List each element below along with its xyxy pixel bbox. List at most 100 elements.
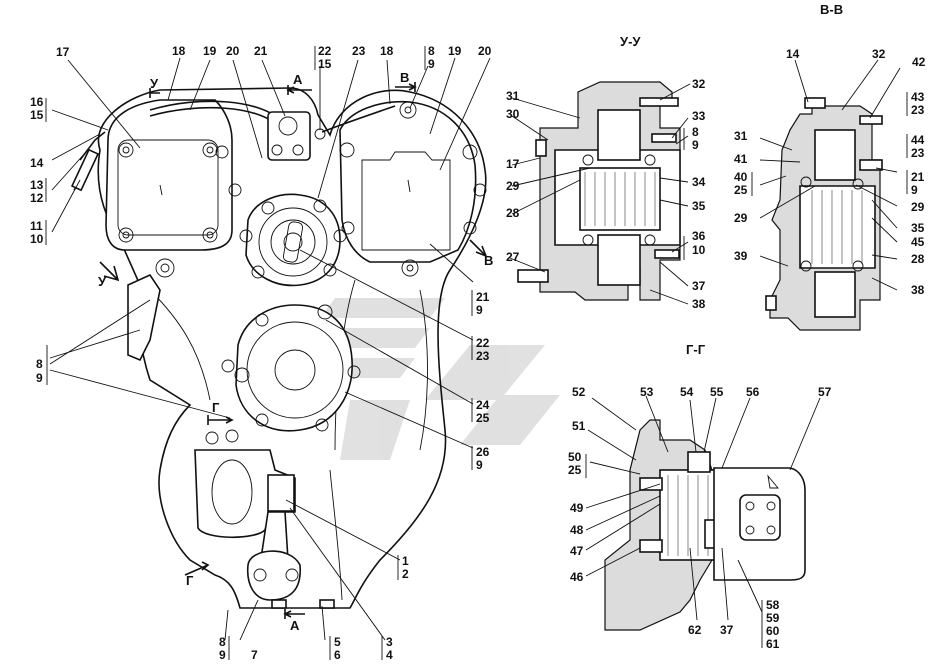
section-title-vv: В-В: [820, 2, 843, 17]
arrow-label-v-top: В: [400, 70, 409, 85]
gg-label-55: 55: [710, 385, 724, 399]
label-3: 3: [386, 635, 393, 649]
gg-label-50: 50: [568, 450, 582, 464]
label-8: 8: [428, 44, 435, 58]
uu-label-33: 33: [692, 109, 706, 123]
vv-label-38: 38: [911, 283, 925, 297]
gg-label-51: 51: [572, 419, 586, 433]
label-21: 21: [254, 44, 268, 58]
label-22: 22: [318, 44, 332, 58]
left-cover: [105, 99, 242, 278]
uu-label-8: 8: [692, 125, 699, 139]
label-8: 8: [36, 357, 43, 371]
arrow-label-a-top: А: [293, 72, 303, 87]
vv-label-42: 42: [912, 55, 926, 69]
label-7: 7: [251, 648, 258, 662]
gg-label-61: 61: [766, 637, 780, 651]
sensor-block: [267, 111, 326, 161]
uu-label-9: 9: [692, 138, 699, 152]
label-11: 11: [30, 219, 43, 233]
gg-label-57: 57: [818, 385, 832, 399]
gg-label-49: 49: [570, 501, 584, 515]
label-21: 21: [476, 290, 490, 304]
gg-label-37: 37: [720, 623, 734, 637]
arrow-label-v-right: В: [484, 253, 493, 268]
uu-label-35: 35: [692, 199, 706, 213]
uu-label-17: 17: [506, 157, 520, 171]
arrow-label-g-left: Г: [212, 400, 220, 415]
label-9: 9: [428, 57, 435, 71]
label-9: 9: [36, 371, 43, 385]
vv-label-45: 45: [911, 235, 925, 249]
uu-label-27: 27: [506, 250, 520, 264]
arrow-label-g-bottom: Г: [186, 573, 194, 588]
vv-label-29: 29: [911, 200, 925, 214]
leader-lines-main: [49, 57, 491, 641]
label-6: 6: [334, 648, 341, 662]
label-24: 24: [476, 398, 490, 412]
vv-label-32: 32: [872, 47, 886, 61]
left-clamp: [70, 148, 100, 192]
right-cover: [339, 100, 487, 277]
label-17: 17: [56, 45, 70, 59]
gg-label-47: 47: [570, 544, 584, 558]
arrow-label-u-left: У: [98, 274, 107, 289]
label-bars-main: [45, 46, 473, 660]
section-uu: У-У 31 30 17 29: [506, 34, 706, 311]
label-10: 10: [30, 232, 44, 246]
uu-label-37: 37: [692, 279, 706, 293]
section-gg: Г-Г 52 53 54 55 56: [568, 342, 832, 651]
uu-label-29: 29: [506, 179, 520, 193]
section-title-gg: Г-Г: [686, 342, 706, 357]
main-view: А В У У В Г Г А 17 18 19 20 21 22 15 23 …: [30, 44, 493, 662]
label-1: 1: [402, 554, 409, 568]
left-bracket: [127, 273, 161, 362]
uu-label-28: 28: [506, 206, 520, 220]
vv-label-21: 21: [911, 170, 925, 184]
label-19: 19: [203, 44, 217, 58]
label-19: 19: [448, 44, 462, 58]
label-14: 14: [30, 156, 44, 170]
housing-outline: [97, 87, 487, 609]
vv-label-23: 23: [911, 146, 925, 160]
label-9: 9: [476, 303, 483, 317]
vv-label-9: 9: [911, 183, 918, 197]
vv-label-44: 44: [911, 133, 925, 147]
label-4: 4: [386, 648, 393, 662]
gg-label-25: 25: [568, 463, 582, 477]
label-15: 15: [318, 57, 332, 71]
label-22: 22: [476, 336, 490, 350]
uu-label-34: 34: [692, 175, 706, 189]
label-13: 13: [30, 178, 44, 192]
label-20: 20: [478, 44, 492, 58]
housing-inner-wall: [149, 279, 428, 601]
label-16: 16: [30, 95, 44, 109]
vv-label-39: 39: [734, 249, 748, 263]
label-18: 18: [172, 44, 186, 58]
label-9: 9: [476, 458, 483, 472]
label-15: 15: [30, 108, 44, 122]
gg-label-53: 53: [640, 385, 654, 399]
vv-label-43: 43: [911, 90, 925, 104]
arrow-label-u-top: У: [150, 76, 159, 91]
gg-label-48: 48: [570, 523, 584, 537]
uu-label-32: 32: [692, 77, 706, 91]
uu-label-30: 30: [506, 107, 520, 121]
label-23: 23: [352, 44, 366, 58]
section-arrows-main: [99, 82, 488, 619]
vv-label-23: 23: [911, 103, 925, 117]
pipe-right: [321, 105, 396, 133]
uu-label-10: 10: [692, 243, 706, 257]
vv-label-25: 25: [734, 183, 748, 197]
gg-label-59: 59: [766, 611, 780, 625]
gg-label-52: 52: [572, 385, 586, 399]
gg-label-46: 46: [570, 570, 584, 584]
label-23: 23: [476, 349, 490, 363]
label-26: 26: [476, 445, 490, 459]
lower-round-cover: [221, 304, 361, 432]
bottom-unit: [194, 429, 335, 609]
vv-label-41: 41: [734, 152, 748, 166]
vv-label-28: 28: [911, 252, 925, 266]
gg-label-56: 56: [746, 385, 760, 399]
